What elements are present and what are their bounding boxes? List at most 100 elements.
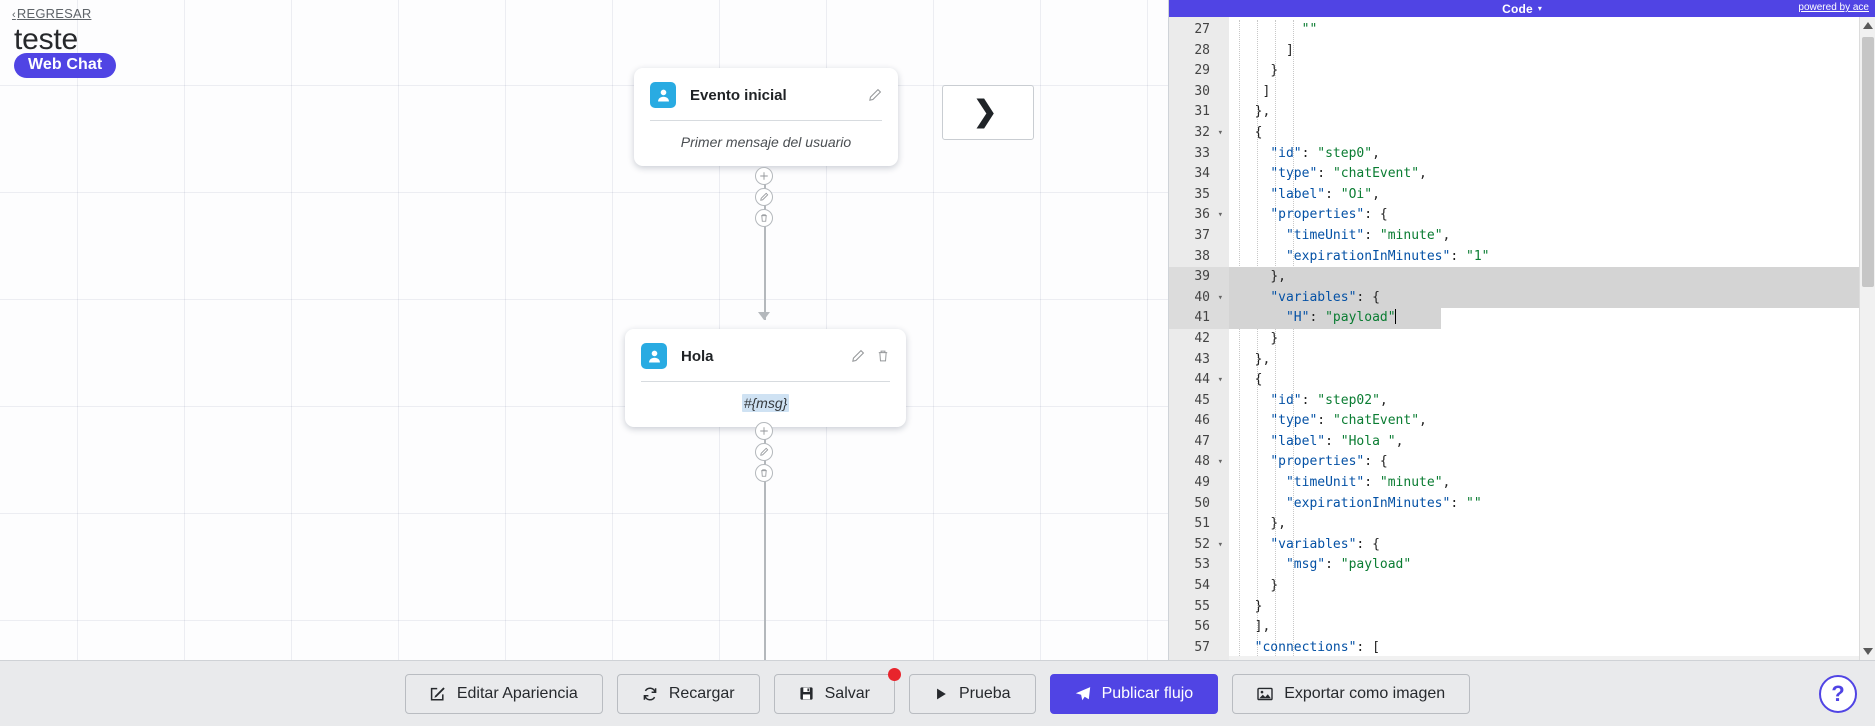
gutter-line-number[interactable]: 56 bbox=[1194, 619, 1210, 635]
code-line[interactable]: { bbox=[1254, 124, 1263, 140]
code-line[interactable]: "properties": { bbox=[1270, 207, 1388, 223]
edge-toolbar-1[interactable] bbox=[755, 167, 773, 227]
gutter-line-number[interactable]: 54 bbox=[1194, 578, 1210, 594]
code-line[interactable]: "variables": { bbox=[1270, 536, 1380, 552]
code-line[interactable]: } bbox=[1270, 578, 1279, 594]
gutter-line-number[interactable]: 46 bbox=[1194, 413, 1210, 429]
toolbar-button-recargar[interactable]: Recargar bbox=[616, 673, 760, 714]
gutter-line-number[interactable]: 31 bbox=[1194, 104, 1210, 120]
code-line[interactable]: "" bbox=[1301, 22, 1318, 37]
node-body[interactable]: #{msg} bbox=[625, 382, 906, 427]
gutter-line-number[interactable]: 47 bbox=[1194, 433, 1210, 449]
node-actions[interactable] bbox=[868, 88, 882, 102]
delete-connector-button-2[interactable] bbox=[755, 464, 773, 482]
gutter-line-number[interactable]: 28 bbox=[1194, 42, 1210, 58]
toolbar-button-publicar-flujo[interactable]: Publicar flujo bbox=[1049, 673, 1219, 714]
toolbar-button-editar-apariencia[interactable]: Editar Apariencia bbox=[404, 673, 603, 714]
editor-vertical-scrollbar[interactable] bbox=[1859, 17, 1875, 660]
toolbar-button-exportar-como-imagen[interactable]: Exportar como imagen bbox=[1232, 673, 1471, 714]
gutter-line-number[interactable]: 44▾ bbox=[1169, 370, 1229, 391]
code-line[interactable]: "connections": [ bbox=[1254, 639, 1380, 655]
fold-arrow-icon[interactable]: ▾ bbox=[1217, 375, 1223, 386]
gutter-line-number[interactable]: 37 bbox=[1194, 227, 1210, 243]
code-panel-header[interactable]: Code ▾ powered by ace bbox=[1169, 0, 1875, 17]
gutter-line-number[interactable]: 55 bbox=[1194, 598, 1210, 614]
code-line[interactable]: }, bbox=[1254, 104, 1271, 120]
gutter-line-number[interactable]: 32▾ bbox=[1169, 123, 1229, 144]
code-line[interactable]: "variables": { bbox=[1229, 287, 1875, 309]
edge-toolbar-2[interactable] bbox=[755, 422, 773, 482]
edit-connector-button[interactable] bbox=[755, 188, 773, 206]
chevron-down-icon[interactable]: ▾ bbox=[1537, 4, 1542, 13]
editor-horizontal-scrollbar[interactable] bbox=[1229, 656, 1859, 660]
code-line[interactable]: "expirationInMinutes": "1" bbox=[1285, 248, 1490, 264]
gutter-line-number[interactable]: 30 bbox=[1194, 83, 1210, 99]
code-line[interactable]: }, bbox=[1254, 351, 1271, 367]
gutter-line-number[interactable]: 33 bbox=[1194, 145, 1210, 161]
edit-connector-button-2[interactable] bbox=[755, 443, 773, 461]
fold-arrow-icon[interactable]: ▾ bbox=[1217, 127, 1223, 138]
code-line[interactable]: "id": "step02", bbox=[1270, 392, 1388, 408]
node-body[interactable]: Primer mensaje del usuario bbox=[634, 121, 898, 166]
node-actions[interactable] bbox=[851, 349, 890, 363]
gutter-line-number[interactable]: 40▾ bbox=[1169, 287, 1229, 309]
code-line[interactable]: "type": "chatEvent", bbox=[1270, 166, 1427, 182]
scroll-up-icon[interactable] bbox=[1863, 22, 1873, 29]
gutter-line-number[interactable]: 51 bbox=[1194, 516, 1210, 532]
add-step-button-2[interactable] bbox=[755, 422, 773, 440]
fold-arrow-icon[interactable]: ▾ bbox=[1217, 292, 1223, 303]
edit-icon[interactable] bbox=[851, 349, 865, 363]
flow-node-evento-inicial[interactable]: Evento inicial Primer mensaje del usuari… bbox=[634, 68, 898, 166]
code-line[interactable]: }, bbox=[1270, 516, 1286, 532]
gutter-line-number[interactable]: 41 bbox=[1169, 308, 1229, 329]
gutter-line-number[interactable]: 45 bbox=[1194, 392, 1210, 408]
back-link[interactable]: ‹REGRESAR bbox=[12, 6, 91, 21]
gutter-line-number[interactable]: 35 bbox=[1194, 186, 1210, 202]
code-line[interactable]: "label": "Hola ", bbox=[1270, 433, 1404, 449]
scroll-thumb[interactable] bbox=[1862, 37, 1874, 287]
trash-icon[interactable] bbox=[876, 349, 890, 363]
code-line[interactable]: "properties": { bbox=[1270, 454, 1388, 470]
code-line[interactable]: "timeUnit": "minute", bbox=[1285, 475, 1451, 491]
gutter-line-number[interactable]: 57 bbox=[1194, 639, 1210, 655]
gutter-line-number[interactable]: 53 bbox=[1194, 557, 1210, 573]
code-line[interactable]: "msg": "payload" bbox=[1285, 557, 1412, 573]
gutter-line-number[interactable]: 27 bbox=[1194, 22, 1210, 37]
fold-arrow-icon[interactable]: ▾ bbox=[1217, 539, 1223, 550]
code-line[interactable]: "expirationInMinutes": "" bbox=[1285, 495, 1482, 511]
gutter-line-number[interactable]: 39 bbox=[1169, 267, 1229, 288]
code-line[interactable]: } bbox=[1270, 330, 1279, 346]
gutter-line-number[interactable]: 42 bbox=[1194, 330, 1210, 346]
toolbar-button-salvar[interactable]: Salvar bbox=[773, 667, 901, 714]
gutter-line-number[interactable]: 43 bbox=[1194, 351, 1210, 367]
code-line[interactable]: { bbox=[1254, 372, 1263, 388]
scroll-down-icon[interactable] bbox=[1863, 648, 1873, 655]
fold-arrow-icon[interactable]: ▾ bbox=[1217, 210, 1223, 221]
fold-arrow-icon[interactable]: ▾ bbox=[1217, 457, 1223, 468]
add-step-button[interactable] bbox=[755, 167, 773, 185]
code-line[interactable]: ] bbox=[1285, 42, 1294, 58]
collapse-panel-toggle[interactable]: ❯ bbox=[942, 85, 1034, 140]
code-line[interactable]: } bbox=[1270, 63, 1279, 79]
code-line[interactable]: }, bbox=[1229, 267, 1875, 288]
editor-code-area[interactable]: "" ] } ] }, { "id": "step0", "type": "ch… bbox=[1229, 17, 1875, 660]
code-line[interactable]: "timeUnit": "minute", bbox=[1285, 227, 1451, 243]
code-line[interactable]: ] bbox=[1262, 83, 1271, 99]
code-line[interactable]: } bbox=[1254, 598, 1263, 614]
flow-node-hola[interactable]: Hola #{msg} bbox=[625, 329, 906, 427]
help-button[interactable]: ? bbox=[1819, 675, 1857, 713]
gutter-line-number[interactable]: 52▾ bbox=[1169, 535, 1229, 556]
code-line[interactable]: "label": "Oi", bbox=[1270, 186, 1380, 202]
toolbar-button-prueba[interactable]: Prueba bbox=[908, 673, 1036, 714]
edit-icon[interactable] bbox=[868, 88, 882, 102]
code-line[interactable]: "H": "payload" bbox=[1229, 308, 1875, 329]
code-line[interactable]: "id": "step0", bbox=[1270, 145, 1380, 161]
powered-by-link[interactable]: powered by ace bbox=[1798, 2, 1869, 13]
gutter-line-number[interactable]: 29 bbox=[1194, 63, 1210, 79]
code-line[interactable]: ], bbox=[1254, 619, 1271, 635]
gutter-line-number[interactable]: 36▾ bbox=[1169, 205, 1229, 226]
delete-connector-button[interactable] bbox=[755, 209, 773, 227]
